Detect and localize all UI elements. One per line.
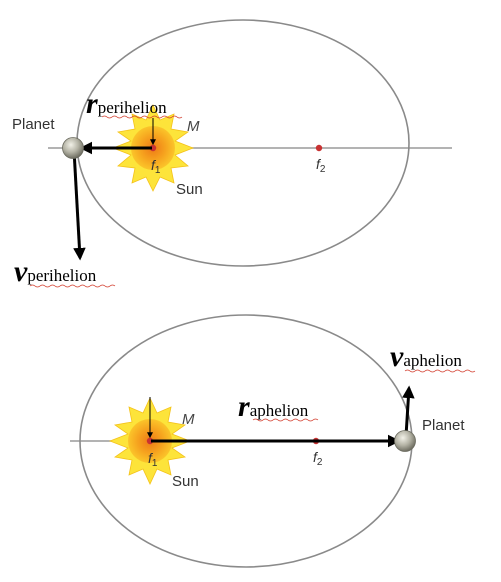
sun-label: Sun [172,473,199,490]
perihelion-diagram: Planet M Sun f1 f2 rperihelion vperiheli… [12,19,452,288]
focus-2-label: f2 [313,449,323,468]
r-aphelion-label: raphelion [238,390,309,423]
sun-label: Sun [176,181,203,198]
mass-label: M [182,411,195,428]
planet-label: Planet [12,116,55,133]
planet-label: Planet [422,417,465,434]
focus-2-dot [315,144,323,152]
spellcheck-underline [252,418,319,422]
v-aphelion-arrow [402,385,415,437]
v-perihelion-label: vperihelion [14,255,97,288]
r-perihelion-label: rperihelion [86,87,167,120]
spellcheck-underline [404,369,476,373]
spellcheck-underline [29,284,116,288]
mass-label: M [187,118,200,135]
focus-2-label: f2 [316,156,326,175]
v-perihelion-arrow [72,149,86,261]
focus-1-dot [149,144,157,152]
planet [62,137,84,159]
focus-1-dot [146,437,154,445]
spellcheck-underline [101,115,183,119]
aphelion-diagram: Planet M Sun f1 f2 raphelion vaphelion [70,314,476,568]
focus-1-label: f1 [148,450,158,469]
v-aphelion-label: vaphelion [390,340,462,373]
focus-1-label: f1 [151,157,161,176]
planet [394,430,416,452]
